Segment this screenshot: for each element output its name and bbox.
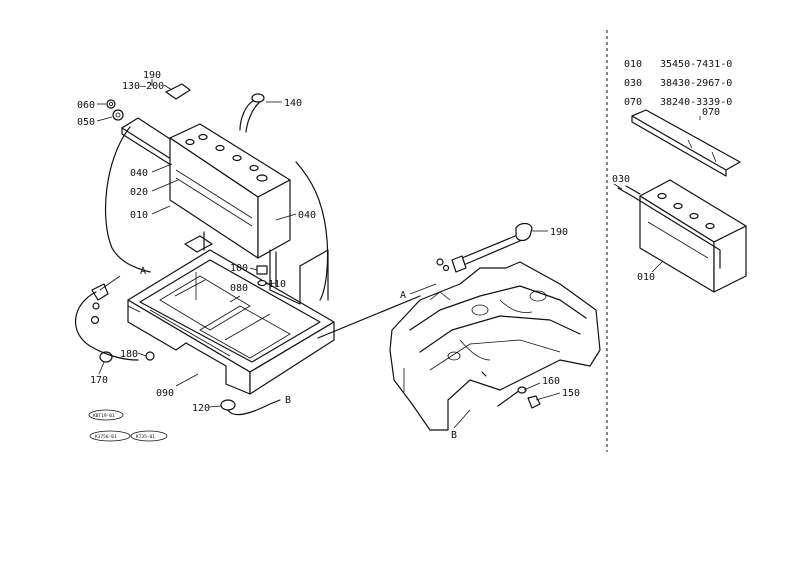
parts-list-row: 010 35450-7431-0: [624, 55, 732, 74]
cable-routing: [75, 126, 421, 416]
callout-060: 060: [77, 100, 95, 111]
callout-170: 170: [90, 375, 108, 386]
ref-b-right: B: [285, 395, 291, 406]
ref-b-lower: B: [451, 430, 457, 441]
callout-010-inset: 010: [637, 272, 655, 283]
inset-bracket-030: [617, 185, 721, 269]
svg-text:KT35-01: KT35-01: [136, 434, 155, 440]
stamp-1: KBT19-01: [88, 409, 124, 421]
parts-list-row: 070 38240-3339-0: [624, 93, 732, 112]
callout-010: 010: [130, 210, 148, 221]
callout-020: 020: [130, 187, 148, 198]
leader-lines: [96, 79, 701, 408]
callout-190-top: 190: [143, 70, 161, 81]
washer-110: [257, 279, 267, 287]
callout-120: 120: [192, 403, 210, 414]
callout-180: 180: [120, 349, 138, 360]
callout-130-200: 130—200: [122, 81, 164, 92]
ref-a-right: A: [400, 290, 406, 301]
nut-100: [256, 265, 268, 275]
part-code: 070: [624, 97, 643, 108]
svg-text:KBT19-01: KBT19-01: [93, 413, 115, 419]
parts-list: 010 35450-7431-0 030 38430-2967-0 070 38240…: [624, 55, 732, 112]
inset-hold-down-070: [631, 109, 741, 177]
inset-battery-010: [639, 179, 747, 293]
battery-tray-090: [127, 235, 335, 395]
part-number: 38240-3339-0: [660, 97, 733, 108]
grommet-120: [220, 399, 236, 411]
callout-100: 100: [230, 263, 248, 274]
callout-150: 150: [562, 388, 580, 399]
parts-list-row: 030 38430-2967-0: [624, 74, 732, 93]
part-number: 38430-2967-0: [660, 78, 733, 89]
stamp-3: KT35-01: [130, 430, 168, 442]
bolt-150-160: [497, 386, 541, 409]
callout-140: 140: [284, 98, 302, 109]
callout-050: 050: [77, 117, 95, 128]
part-code: 010: [624, 59, 643, 70]
clamp-left: [90, 283, 109, 325]
fastener-050: [112, 109, 124, 121]
battery-010: [169, 123, 291, 259]
callout-110: 110: [268, 279, 286, 290]
callout-040-right: 040: [298, 210, 316, 221]
callout-070-inset: 070: [702, 107, 720, 118]
callout-190-right: 190: [550, 227, 568, 238]
part-number: 35450-7431-0: [660, 59, 733, 70]
callout-090: 090: [156, 388, 174, 399]
callout-160: 160: [542, 376, 560, 387]
cable-140: [239, 93, 265, 133]
fastener-060: [106, 99, 116, 109]
callout-080: 080: [230, 283, 248, 294]
callout-030-inset: 030: [612, 174, 630, 185]
ref-line-b-lower: [453, 409, 471, 429]
ref-a-left: A: [140, 266, 146, 277]
part-code: 030: [624, 78, 643, 89]
ref-line-a-right: [409, 283, 437, 295]
chassis-frame: [389, 261, 601, 431]
cable-190: [436, 222, 533, 273]
callout-040-left: 040: [130, 168, 148, 179]
svg-text:K3756-01: K3756-01: [95, 434, 117, 440]
stamp-2: K3756-01: [89, 430, 131, 442]
ref-line-a-left: [99, 275, 121, 291]
